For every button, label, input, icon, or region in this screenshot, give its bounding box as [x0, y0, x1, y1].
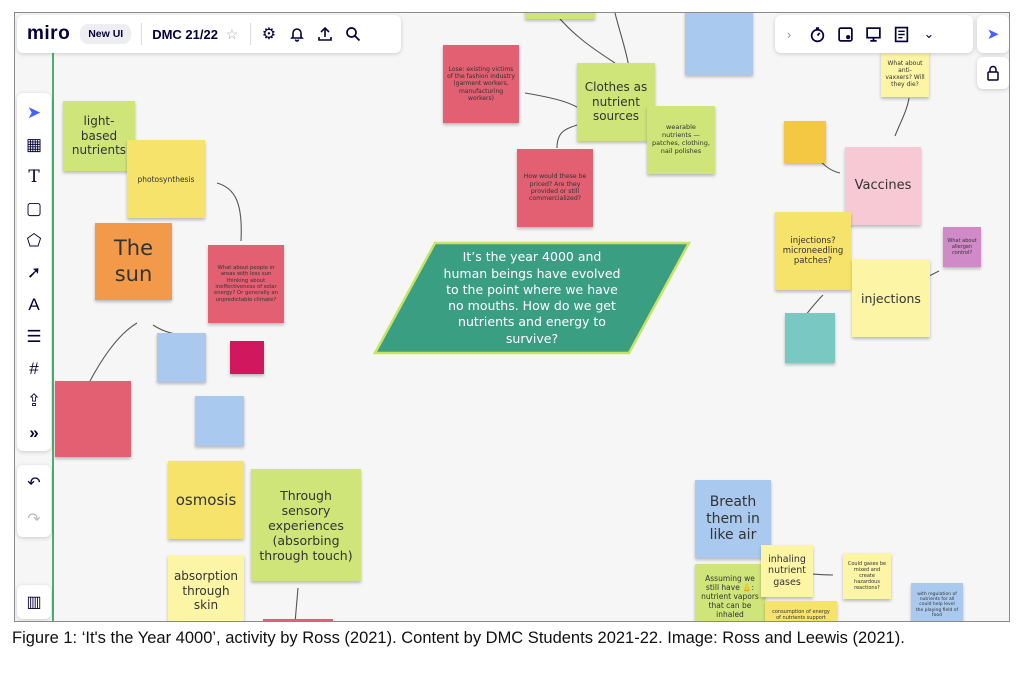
select-tool-icon[interactable]: ➤ — [26, 103, 42, 122]
sticky-note[interactable]: What about people in areas with less sun… — [208, 245, 284, 323]
sticky-note[interactable]: light-based nutrients — [63, 101, 135, 171]
voting-icon[interactable] — [831, 20, 859, 48]
parallelogram-shape — [373, 241, 691, 355]
sticky-note[interactable] — [785, 313, 835, 363]
sticky-note[interactable]: What about allergen control? — [943, 227, 981, 267]
frames-panel-toolbar: ▥ — [17, 585, 51, 619]
lock-toolbar — [977, 57, 1009, 89]
frame-edge-line — [52, 53, 54, 621]
templates-icon[interactable]: ▦ — [25, 135, 43, 154]
comment-tool-icon[interactable]: ☰ — [26, 327, 42, 346]
sticky-note[interactable] — [263, 619, 333, 621]
sticky-note[interactable]: wearable nutrients — patches, clothing, … — [647, 106, 715, 174]
chevron-right-icon[interactable]: › — [786, 26, 792, 42]
sticky-note[interactable]: injections? microneedling patches? — [775, 212, 851, 290]
redo-icon[interactable]: ↷ — [27, 511, 41, 528]
text-tool-icon[interactable]: T — [28, 167, 40, 187]
miro-board-window: light-based nutrients photosynthesis The… — [14, 12, 1010, 622]
right-toolbar: › ⌄ — [775, 15, 973, 53]
sticky-note[interactable]: osmosis — [168, 461, 244, 539]
sticky-note[interactable] — [55, 381, 131, 457]
sticky-note[interactable]: Assuming we still have 👃: nutrient vapor… — [695, 564, 765, 621]
sticky-note[interactable]: photosynthesis — [127, 140, 205, 218]
sticky-note[interactable]: absorption through skin — [168, 555, 244, 621]
sticky-note[interactable]: inhaling nutrient gases — [761, 545, 813, 597]
sticky-note[interactable]: What about anti-vaxxers? Will they die? — [881, 51, 929, 97]
sticky-note[interactable]: Could gases be mixed and create hazardou… — [843, 553, 891, 599]
miro-logo[interactable]: miro — [27, 23, 71, 44]
sticky-note-tool-icon[interactable]: ▢ — [25, 199, 43, 218]
shapes-tool-icon[interactable]: ⬠ — [26, 231, 42, 250]
sticky-note[interactable]: Vaccines — [845, 147, 921, 225]
presentation-icon[interactable] — [859, 20, 887, 48]
pen-tool-icon[interactable]: A — [28, 295, 40, 314]
more-tools-icon[interactable]: » — [29, 423, 39, 442]
central-prompt-text: It’s the year 4000 and human beings have… — [443, 249, 621, 346]
connector-tool-icon[interactable]: ➚ — [26, 263, 42, 282]
sticky-note[interactable]: Lose: existing victims of the fashion in… — [443, 45, 519, 123]
board-canvas[interactable]: light-based nutrients photosynthesis The… — [15, 13, 1009, 621]
sticky-note[interactable]: Clothes as nutrient sources — [577, 63, 655, 141]
search-icon[interactable] — [339, 20, 367, 48]
more-icon[interactable]: ⌄ — [923, 26, 935, 41]
sticky-note[interactable]: with regulation of nutrients for all cou… — [911, 583, 963, 621]
divider — [249, 23, 251, 45]
lock-icon[interactable] — [979, 59, 1007, 87]
sticky-note[interactable]: How would these be priced? Are they prov… — [517, 149, 593, 227]
sticky-note[interactable]: Through sensory experiences (absorbing t… — [251, 469, 361, 581]
upload-icon[interactable] — [311, 20, 339, 48]
star-icon[interactable]: ☆ — [225, 25, 239, 42]
sticky-note[interactable]: The sun — [95, 223, 172, 300]
timer-icon[interactable] — [803, 20, 831, 48]
sticky-note[interactable] — [230, 341, 264, 374]
mode-toolbar: ➤ — [977, 15, 1009, 53]
sticky-note[interactable] — [157, 333, 206, 382]
new-ui-badge[interactable]: New UI — [80, 24, 132, 44]
sticky-note[interactable]: injections — [852, 259, 930, 337]
board-title[interactable]: DMC 21/22 — [152, 26, 218, 42]
cursor-mode-icon[interactable]: ➤ — [986, 26, 1000, 43]
sticky-note[interactable] — [195, 396, 244, 446]
upload-tool-icon[interactable]: ⇪ — [26, 391, 42, 410]
undo-icon[interactable]: ↶ — [27, 475, 41, 492]
sticky-note[interactable]: consumption of energy of nutrients suppo… — [765, 601, 837, 621]
frames-list-icon[interactable]: ▥ — [26, 594, 42, 611]
sticky-note[interactable] — [525, 13, 595, 19]
sticky-note[interactable] — [784, 121, 826, 163]
left-toolbar: ➤ ▦ T ▢ ⬠ ➚ A ☰ # ⇪ » — [17, 93, 51, 451]
sticky-note[interactable] — [685, 13, 753, 75]
central-prompt-shape[interactable]: It’s the year 4000 and human beings have… — [373, 241, 691, 355]
sticky-note[interactable]: Breath them in like air — [695, 480, 771, 558]
bell-icon[interactable] — [283, 20, 311, 48]
figure-caption: Figure 1: ‘It's the Year 4000’, activity… — [12, 629, 905, 647]
notes-icon[interactable] — [887, 20, 915, 48]
undo-redo-toolbar: ↶ ↷ — [17, 465, 51, 537]
top-toolbar: miro New UI DMC 21/22 ☆ ⚙ — [17, 15, 401, 53]
gear-icon[interactable]: ⚙ — [261, 26, 277, 43]
divider — [141, 23, 143, 45]
frame-tool-icon[interactable]: # — [29, 359, 39, 378]
